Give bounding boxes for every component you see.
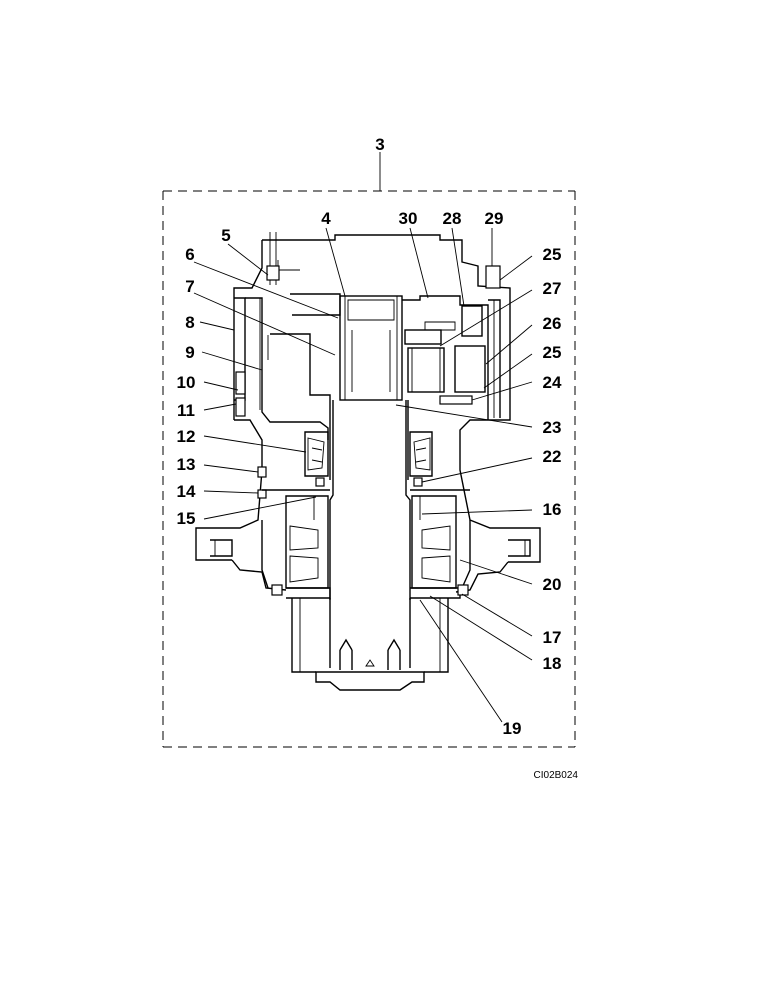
callout-19: 19 [503, 719, 522, 738]
callout-16: 16 [543, 500, 562, 519]
callout-7: 7 [185, 277, 194, 296]
callout-27: 27 [543, 279, 562, 298]
callout-25-upper: 25 [543, 245, 562, 264]
callout-25-lower: 25 [543, 343, 562, 362]
motor-cross-section [195, 232, 541, 691]
callout-6: 6 [185, 245, 194, 264]
callout-28: 28 [443, 209, 462, 228]
callout-17: 17 [543, 628, 562, 647]
callout-11: 11 [177, 401, 195, 420]
callout-18: 18 [543, 654, 562, 673]
callout-15: 15 [177, 509, 196, 528]
callout-24: 24 [543, 373, 562, 392]
callout-10: 10 [177, 373, 196, 392]
callout-30: 30 [399, 209, 418, 228]
callout-5: 5 [221, 226, 230, 245]
assembly-boundary [162, 152, 576, 748]
drawing-code: CI02B024 [534, 770, 579, 781]
callout-12: 12 [177, 427, 196, 446]
callout-20: 20 [543, 575, 562, 594]
callout-3: 3 [375, 135, 384, 154]
callout-9: 9 [185, 343, 194, 362]
callout-8: 8 [185, 313, 194, 332]
callout-26: 26 [543, 314, 562, 333]
callout-29: 29 [485, 209, 504, 228]
callout-23: 23 [543, 418, 562, 437]
callout-14: 14 [177, 482, 196, 501]
callout-labels: 3 4 30 28 29 5 6 7 8 9 10 11 12 13 14 15… [177, 135, 562, 738]
callout-22: 22 [543, 447, 562, 466]
callout-4: 4 [321, 209, 331, 228]
leader-lines [193, 227, 533, 723]
callout-13: 13 [177, 455, 196, 474]
